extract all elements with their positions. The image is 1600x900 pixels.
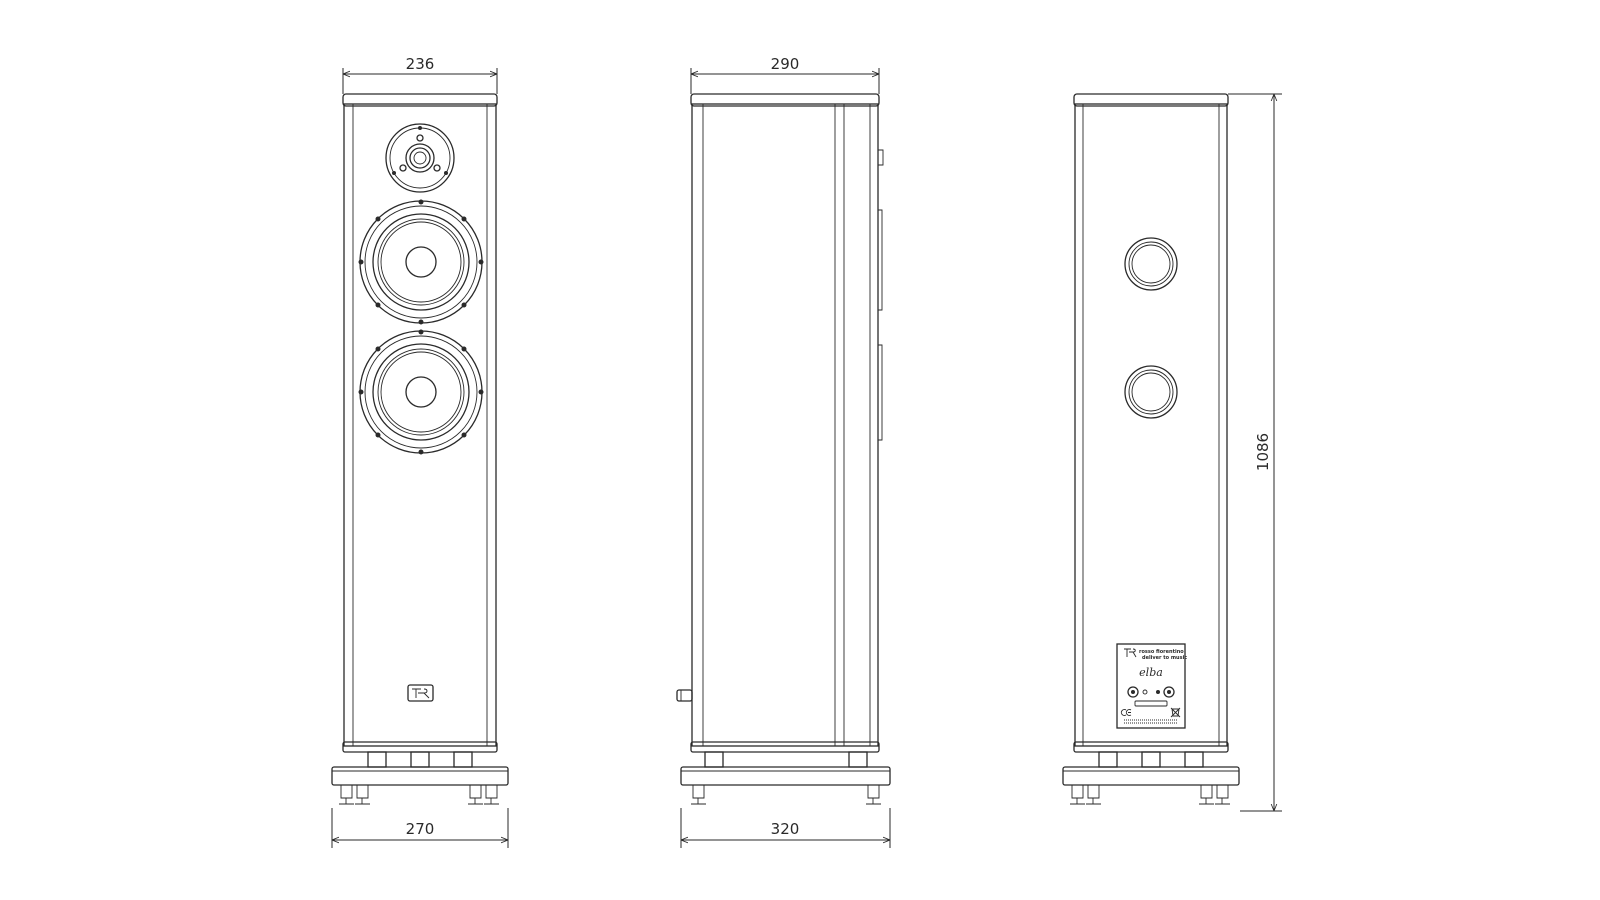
side-base-depth-label: 320 xyxy=(771,820,800,838)
side-stand xyxy=(680,751,891,805)
rear-cabinet xyxy=(1074,103,1228,747)
rear-terminal-plate: rosso fiorentino deliver to music elba xyxy=(1116,643,1187,729)
height-label: 1086 xyxy=(1254,433,1272,471)
rf-monogram-logo xyxy=(1124,648,1137,658)
tweeter xyxy=(385,123,455,193)
binding-post-icon xyxy=(1163,686,1175,698)
ce-mark-icon xyxy=(1120,709,1132,716)
weee-bin-icon xyxy=(1170,707,1181,718)
height-dimension: 1086 xyxy=(1228,93,1282,812)
base-width-label: 270 xyxy=(406,820,435,838)
front-cabinet xyxy=(343,103,497,747)
rear-bottom-cap xyxy=(1073,741,1229,753)
front-stand xyxy=(331,751,509,805)
plate-tagline: deliver to music xyxy=(1142,655,1187,661)
base-width-dimension: 270 xyxy=(331,808,509,848)
side-depth-label: 290 xyxy=(771,55,800,73)
rear-stand xyxy=(1062,751,1240,805)
woofer-lower xyxy=(358,329,484,455)
rear-view: rosso fiorentino deliver to music elba xyxy=(1062,93,1282,812)
rear-top-cap xyxy=(1073,93,1229,107)
binding-post-icon xyxy=(1127,686,1139,698)
side-top-cap xyxy=(690,93,880,107)
front-width-dimension: 236 xyxy=(342,55,498,94)
side-terminal-knob xyxy=(676,689,693,702)
rf-monogram-logo xyxy=(407,684,434,702)
front-width-label: 236 xyxy=(406,55,435,73)
plate-model: elba xyxy=(1139,666,1163,679)
front-bottom-cap xyxy=(342,741,498,753)
bass-port-upper xyxy=(1124,237,1178,291)
side-depth-dimension: 290 xyxy=(690,55,880,94)
front-view: 236 270 xyxy=(331,55,509,848)
side-base-depth-dimension: 320 xyxy=(680,808,891,848)
woofer-upper xyxy=(358,199,484,325)
side-cabinet xyxy=(691,103,879,747)
plate-brand: rosso fiorentino xyxy=(1139,649,1184,655)
front-top-cap xyxy=(342,93,498,107)
side-view: 290 320 xyxy=(676,55,891,848)
bass-port-lower xyxy=(1124,365,1178,419)
side-bottom-cap xyxy=(690,741,880,753)
